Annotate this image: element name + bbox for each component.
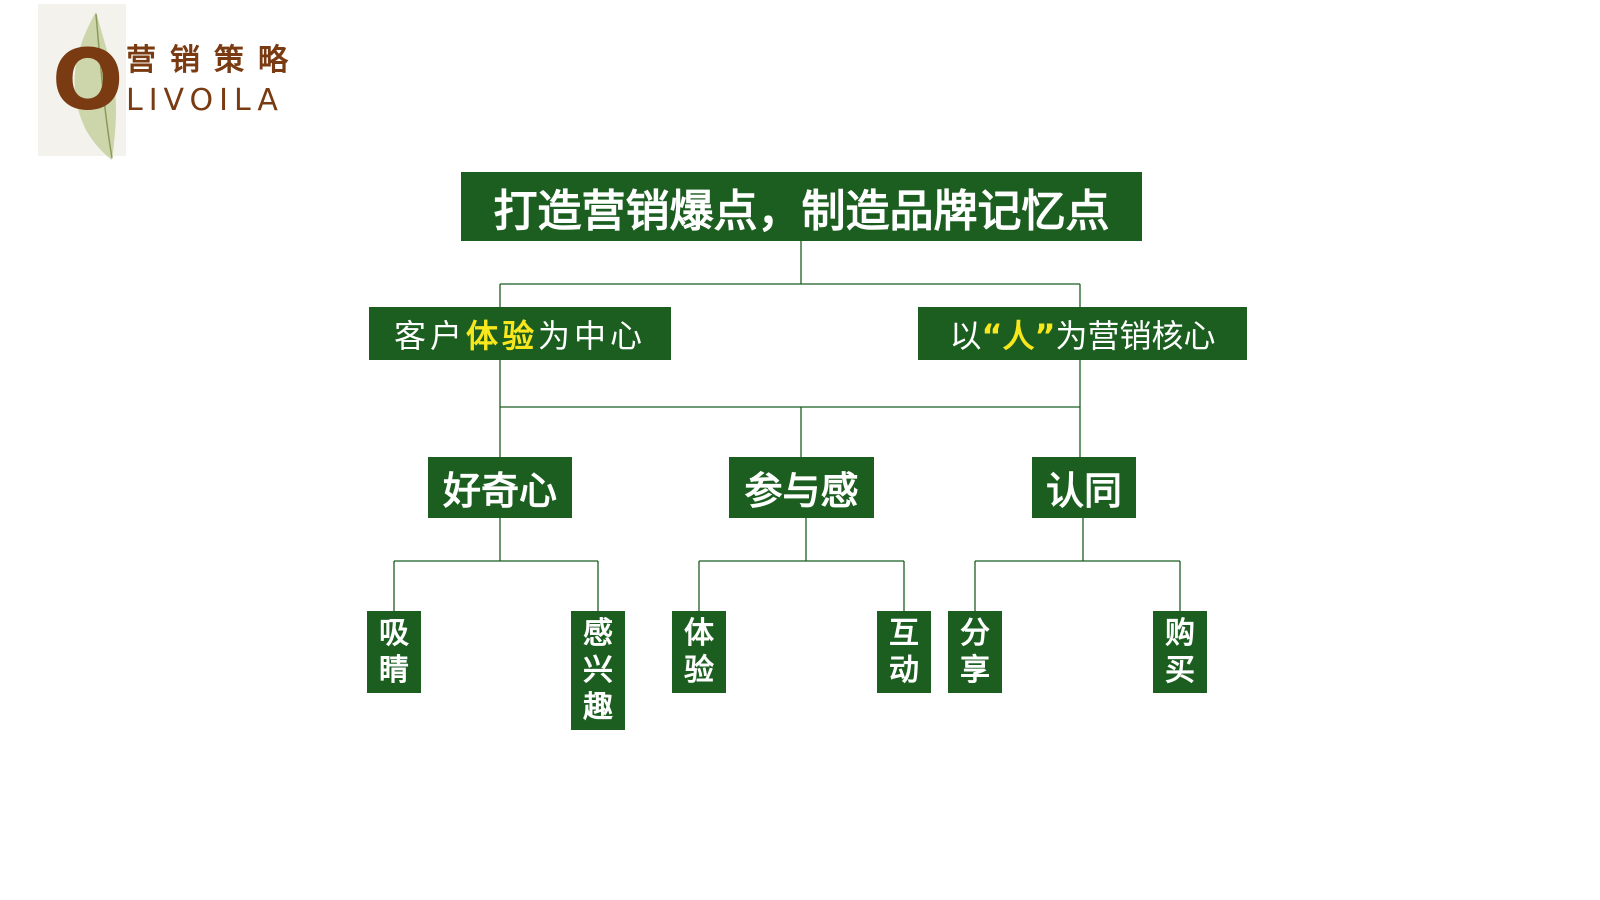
- leaf-char: 享: [960, 653, 990, 688]
- leaf-icon: [74, 12, 116, 160]
- leaf-purchase: 购 买: [1153, 611, 1207, 693]
- node-customer-experience: 客户 体验 为中心: [369, 307, 671, 360]
- leaf-char: 动: [889, 653, 919, 688]
- leaf-experience: 体 验: [672, 611, 726, 693]
- leaf-char: 睛: [379, 653, 409, 688]
- logo-subtitle: LIVOILA: [126, 83, 284, 118]
- node-highlight: 体验: [465, 316, 538, 355]
- leaf-char: 感: [583, 616, 613, 651]
- leaf-char: 购: [1165, 616, 1195, 651]
- node-recognition: 认同: [1032, 457, 1136, 518]
- leaf-char: 分: [960, 616, 990, 651]
- logo-title: 营销策略: [126, 43, 302, 78]
- node-text: 客户: [393, 316, 466, 355]
- leaf-interest: 感 兴 趣: [571, 611, 625, 730]
- brand-logo: O 营销策略 LIVOILA: [38, 4, 318, 160]
- leaf-share: 分 享: [948, 611, 1002, 693]
- node-people-core: 以 “人” 为营销核心: [918, 307, 1247, 360]
- leaf-char: 体: [684, 616, 714, 651]
- node-text: 为营销核心: [1055, 316, 1216, 355]
- leaf-char: 吸: [379, 616, 409, 651]
- node-text: 以: [949, 316, 982, 355]
- leaf-interaction: 互 动: [877, 611, 931, 693]
- leaf-eye-catching: 吸 睛: [367, 611, 421, 693]
- leaf-char: 验: [684, 653, 714, 688]
- node-text: 为中心: [538, 316, 647, 355]
- logo-letter: O: [52, 31, 124, 129]
- node-participation: 参与感: [729, 457, 874, 518]
- root-node: 打造营销爆点，制造品牌记忆点: [461, 172, 1142, 241]
- leaf-char: 互: [889, 616, 919, 651]
- leaf-char: 买: [1165, 653, 1195, 688]
- node-curiosity: 好奇心: [428, 457, 572, 518]
- leaf-char: 趣: [583, 690, 613, 725]
- leaf-char: 兴: [583, 653, 613, 688]
- node-highlight: “人”: [981, 316, 1056, 355]
